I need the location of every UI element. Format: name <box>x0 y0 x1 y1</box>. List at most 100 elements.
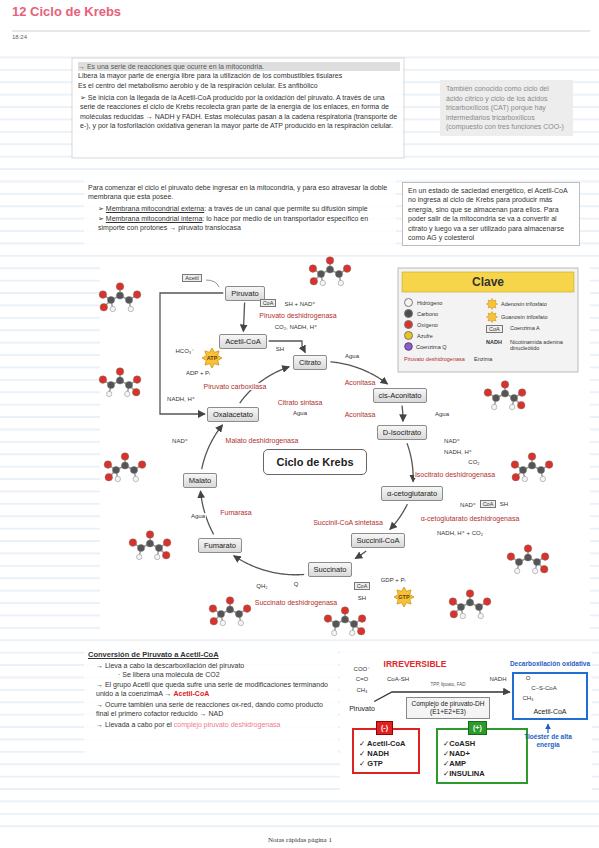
metabolite-box: Fumarato <box>198 538 242 553</box>
energy-star <box>394 587 414 607</box>
node-text: Piruvato <box>349 705 375 712</box>
atom-ball <box>350 630 355 635</box>
atom-ball <box>528 462 535 469</box>
legend-header <box>402 272 574 292</box>
atom-ball <box>501 381 509 389</box>
atom-ball <box>235 610 242 617</box>
metabolite-box: α-cetoglutarato <box>381 486 443 501</box>
atom-ball <box>545 461 553 469</box>
legend-swatch <box>404 298 413 307</box>
annotation-label: Tioéster de alta energía <box>517 733 579 749</box>
atom-ball <box>541 553 549 561</box>
annotation-label: Decarboxilación oxidativa <box>510 660 590 667</box>
note-text: → El grupo Acetil que queda sufre una se… <box>96 681 328 697</box>
node-text: Citrato <box>299 358 321 367</box>
annotation-label: NADH, H⁺ + CO₂ <box>436 529 484 536</box>
note-text: Libera la mayor parte de energía libre p… <box>78 71 400 80</box>
annotation-label: Agua <box>434 411 450 417</box>
enzyme-label: α-cetoglutarato deshidrogenasa <box>420 515 521 522</box>
figure-ground <box>340 652 592 790</box>
legend-text: Coenzima A <box>510 325 540 331</box>
atom-ball <box>100 303 108 311</box>
enzyme-label: Piruvato deshidrogenasa <box>258 312 337 319</box>
metabolite-box: D-Isocitrato <box>377 425 427 440</box>
title-rule <box>12 31 590 32</box>
annotation-label: CO₂ <box>467 459 480 465</box>
inhibitor-list: ✓ Acetil-CoA✓ NADH✓ GTP(-) <box>352 728 420 774</box>
note-text: · Se libera una molécula de CO2 <box>118 671 220 678</box>
annotation-label: IRREVERSIBLE <box>384 659 447 669</box>
text-paragraph: · Se libera una molécula de CO2 <box>118 670 333 679</box>
atom-ball <box>507 553 515 561</box>
atom-ball <box>155 544 162 551</box>
note-text: → Llevada a cabo por el <box>96 721 174 728</box>
atom-ball <box>540 476 545 481</box>
legend-item: Nicotinamida adenina dinucleótido <box>510 339 574 351</box>
atom-ball <box>116 292 123 299</box>
atom-ball <box>130 466 137 473</box>
coenzyme-q-symbol <box>405 343 413 351</box>
atom-ball <box>501 390 508 397</box>
atom-ball <box>475 603 482 610</box>
atom-ball <box>129 539 137 547</box>
atom-ball <box>326 266 333 273</box>
molecule-model <box>324 607 366 636</box>
enzyme-label: Malato deshidrogenasa <box>225 437 300 444</box>
atom-ball <box>121 453 129 461</box>
reaction-arrow <box>390 504 408 529</box>
activator-list: ✓CoASH✓NAD+✓AMP✓INSULINA(+) <box>436 728 528 784</box>
node-text: D-Isocitrato <box>383 428 421 437</box>
atom-ball <box>457 603 464 610</box>
legend-sample <box>486 311 498 323</box>
legend-item: Guanosín trifosfato <box>486 311 547 323</box>
cofactor-chip: CoA <box>354 582 371 590</box>
atom-ball <box>125 391 130 396</box>
annotation-label: HCO₃⁻ <box>175 347 196 354</box>
atom-ball <box>209 605 217 613</box>
atom-ball <box>510 394 517 401</box>
molecule-model <box>484 381 526 410</box>
atom-ball <box>533 568 538 573</box>
metabolite-box: Citrato <box>293 355 327 370</box>
reaction-arrow <box>160 293 223 414</box>
reaction-arrow <box>401 406 403 422</box>
molecule-model <box>511 453 553 482</box>
annotation-label: Notas rápidas página 1 <box>268 836 332 844</box>
atom-ball <box>332 620 339 627</box>
atom-ball <box>533 558 540 565</box>
atom-ball <box>107 296 114 303</box>
atom-ball <box>522 476 527 481</box>
atom-ball <box>341 616 348 623</box>
atom-ball <box>341 607 349 615</box>
legend-sample <box>486 298 498 310</box>
atom-ball <box>492 394 499 401</box>
reaction-arrow <box>407 443 413 482</box>
text-ground <box>84 646 338 762</box>
legend-item: Adenosín trifosfato <box>486 298 547 310</box>
energy-star <box>487 312 498 323</box>
annotation-label: SH + NAD⁺ <box>283 300 316 307</box>
annotation-label: NADH, H⁺ <box>166 395 196 402</box>
atom-ball <box>112 466 119 473</box>
annotation-label: NADH, H⁺ <box>443 448 473 455</box>
legend-text: Oxígeno <box>417 322 438 328</box>
atom-ball <box>450 610 458 618</box>
node-text: ✓INSULINA <box>443 769 521 779</box>
atom-ball <box>466 599 473 606</box>
atom-ball <box>478 613 483 618</box>
atom-ball <box>116 377 123 384</box>
figure-ground <box>100 262 590 632</box>
legend-swatch <box>404 309 413 318</box>
atom-ball <box>121 462 128 469</box>
legend-text: Enzima <box>474 356 492 362</box>
molecule-model <box>104 453 146 482</box>
annotation-label: GDP + Pᵢ <box>380 577 407 583</box>
atom-ball <box>524 554 531 561</box>
node-text: Piruvato <box>231 289 259 298</box>
annotation-label: COO⁻ <box>354 665 371 672</box>
legend-text: Azufre <box>417 333 433 339</box>
atom-ball <box>105 473 113 481</box>
atom-ball <box>99 376 107 384</box>
annotation-label: ATP <box>207 355 218 361</box>
